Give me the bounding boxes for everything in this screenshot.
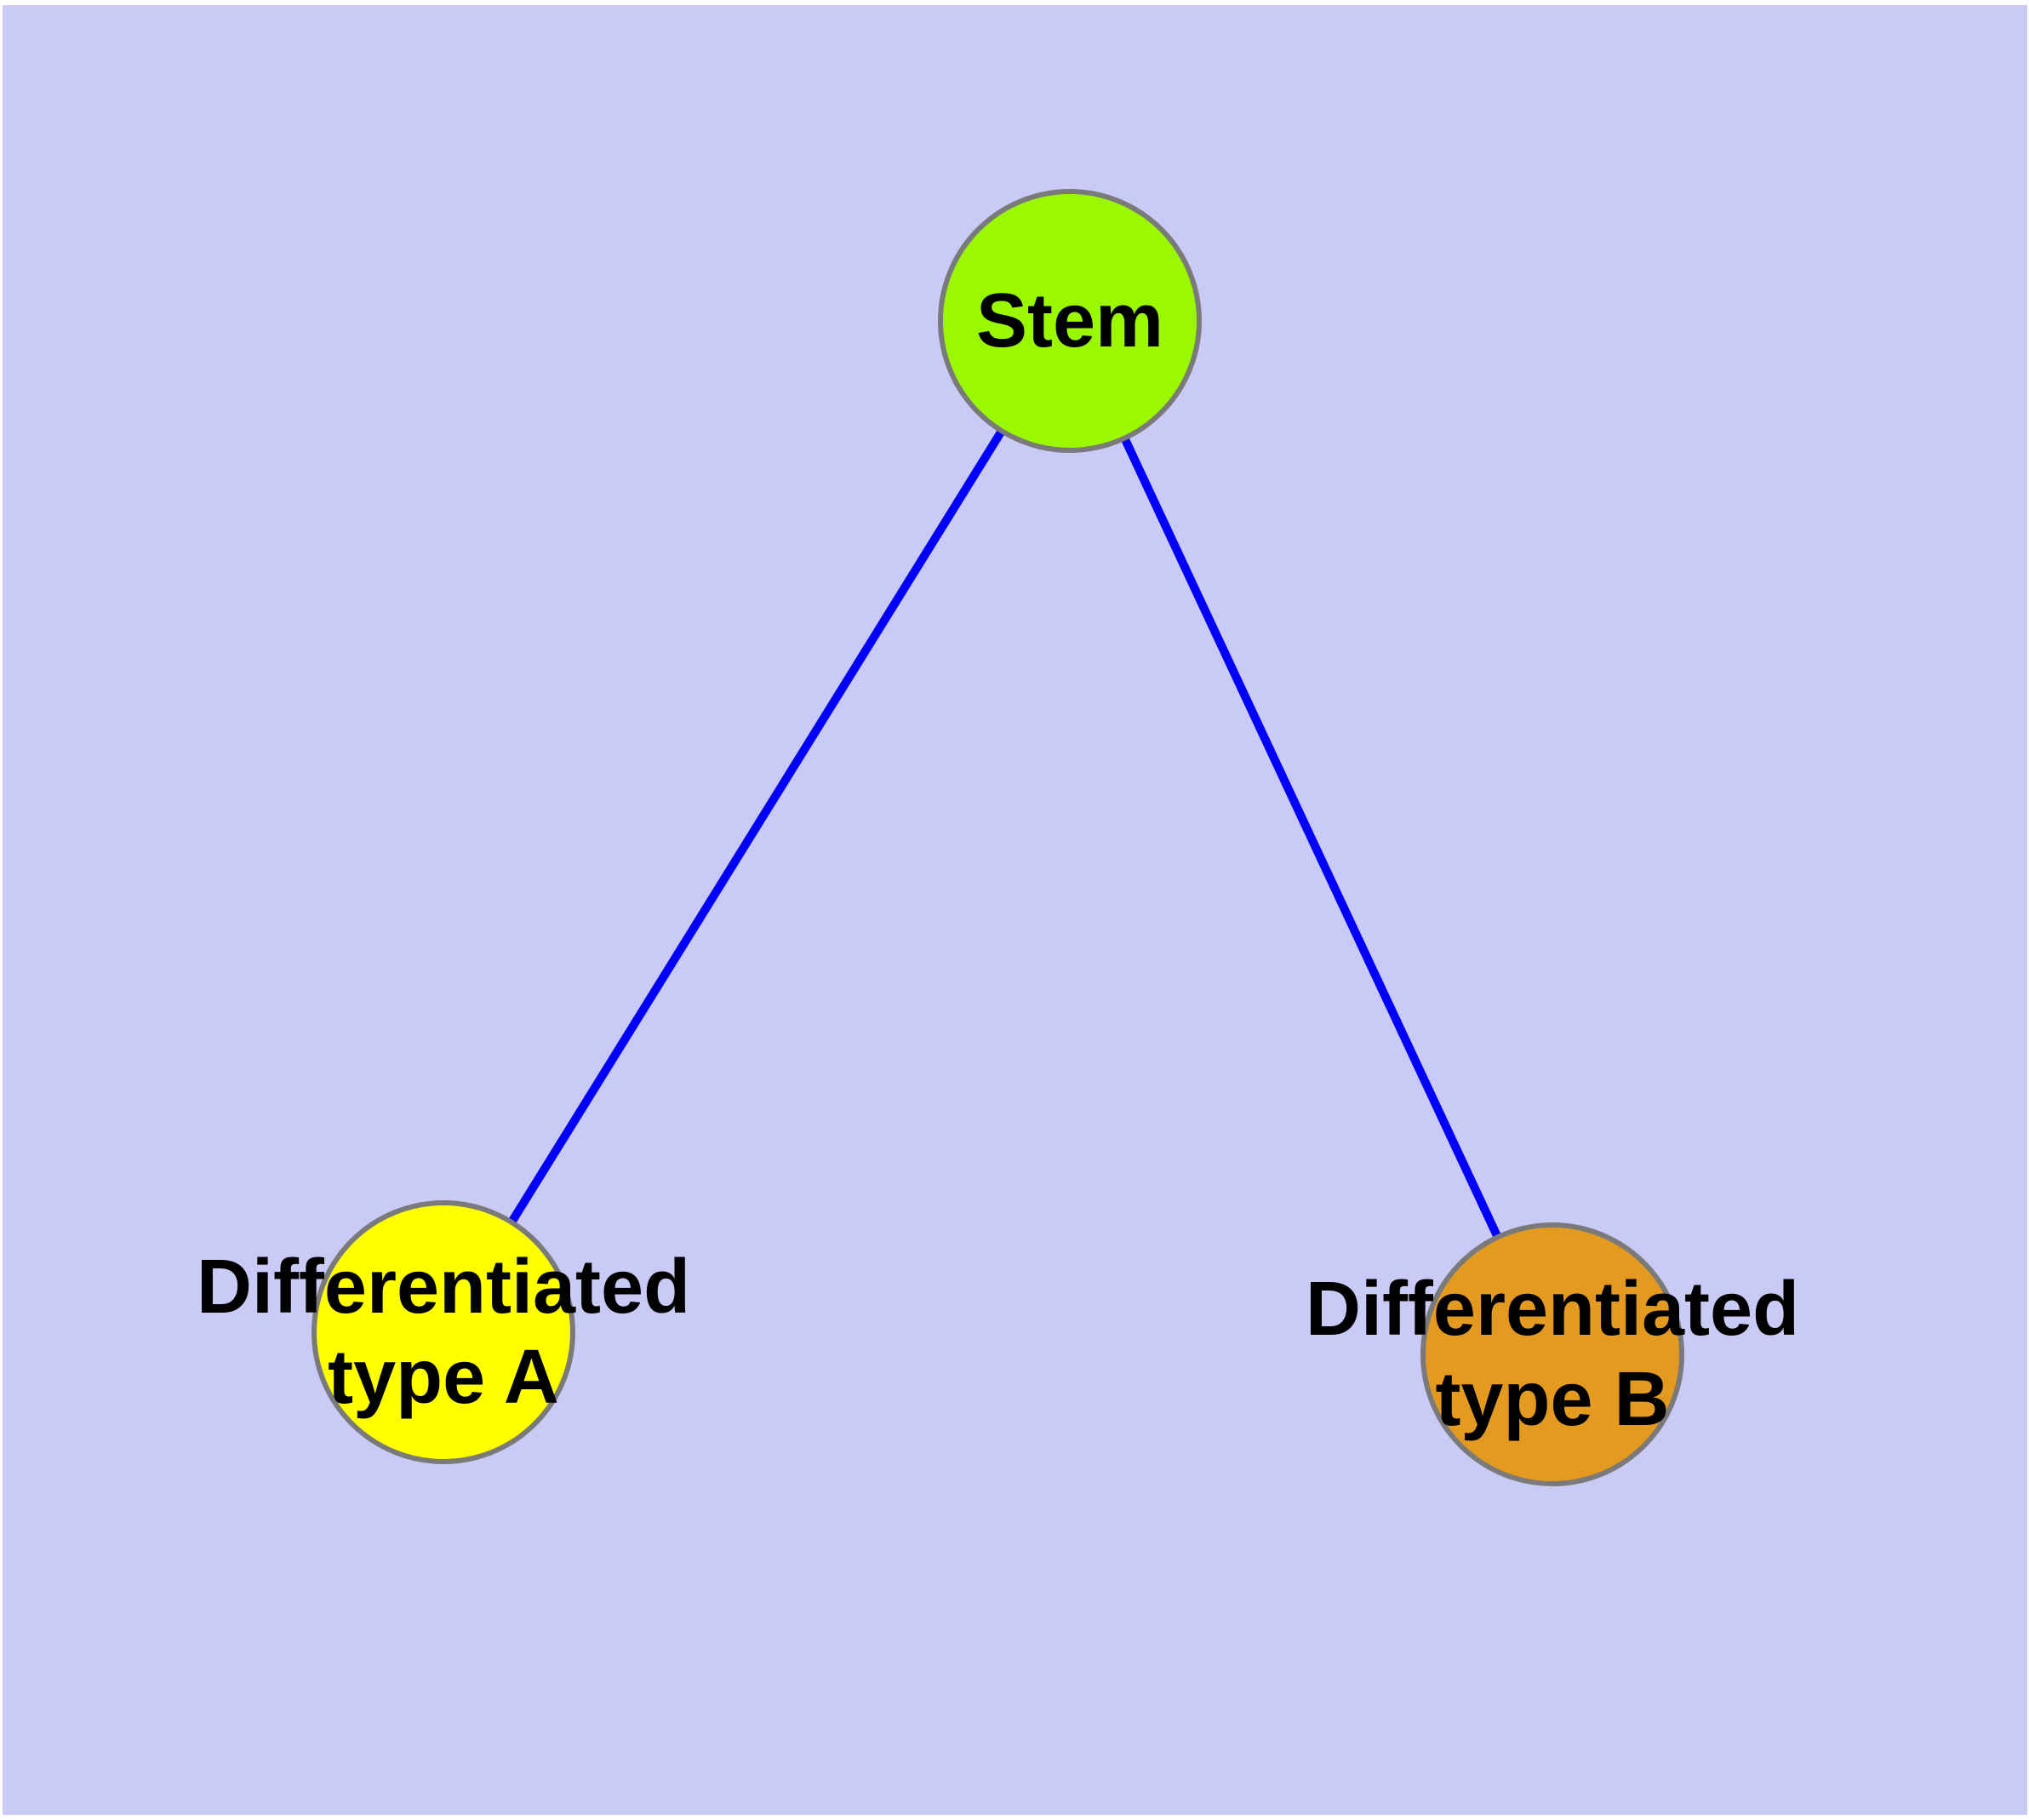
node-label-differentiated-type-b: Differentiated type B xyxy=(1306,1264,1799,1445)
node-label-type-b-line-1: Differentiated xyxy=(1305,1267,1800,1352)
edge-stem-to-type-a xyxy=(439,318,1074,1335)
node-label-type-a-line-1: Differentiated xyxy=(196,1245,691,1330)
node-label-differentiated-type-a: Differentiated type A xyxy=(197,1242,690,1422)
node-differentiated-type-a xyxy=(311,1200,575,1464)
node-label-type-b-line-2: type B xyxy=(1435,1357,1670,1442)
node-stem xyxy=(938,189,1202,453)
node-differentiated-type-b xyxy=(1420,1222,1684,1486)
node-label-stem-line: Stem xyxy=(975,278,1164,363)
node-label-type-a-line-2: type A xyxy=(328,1335,559,1420)
node-label-stem: Stem xyxy=(976,276,1163,366)
edge-stem-to-type-b xyxy=(1066,318,1557,1357)
